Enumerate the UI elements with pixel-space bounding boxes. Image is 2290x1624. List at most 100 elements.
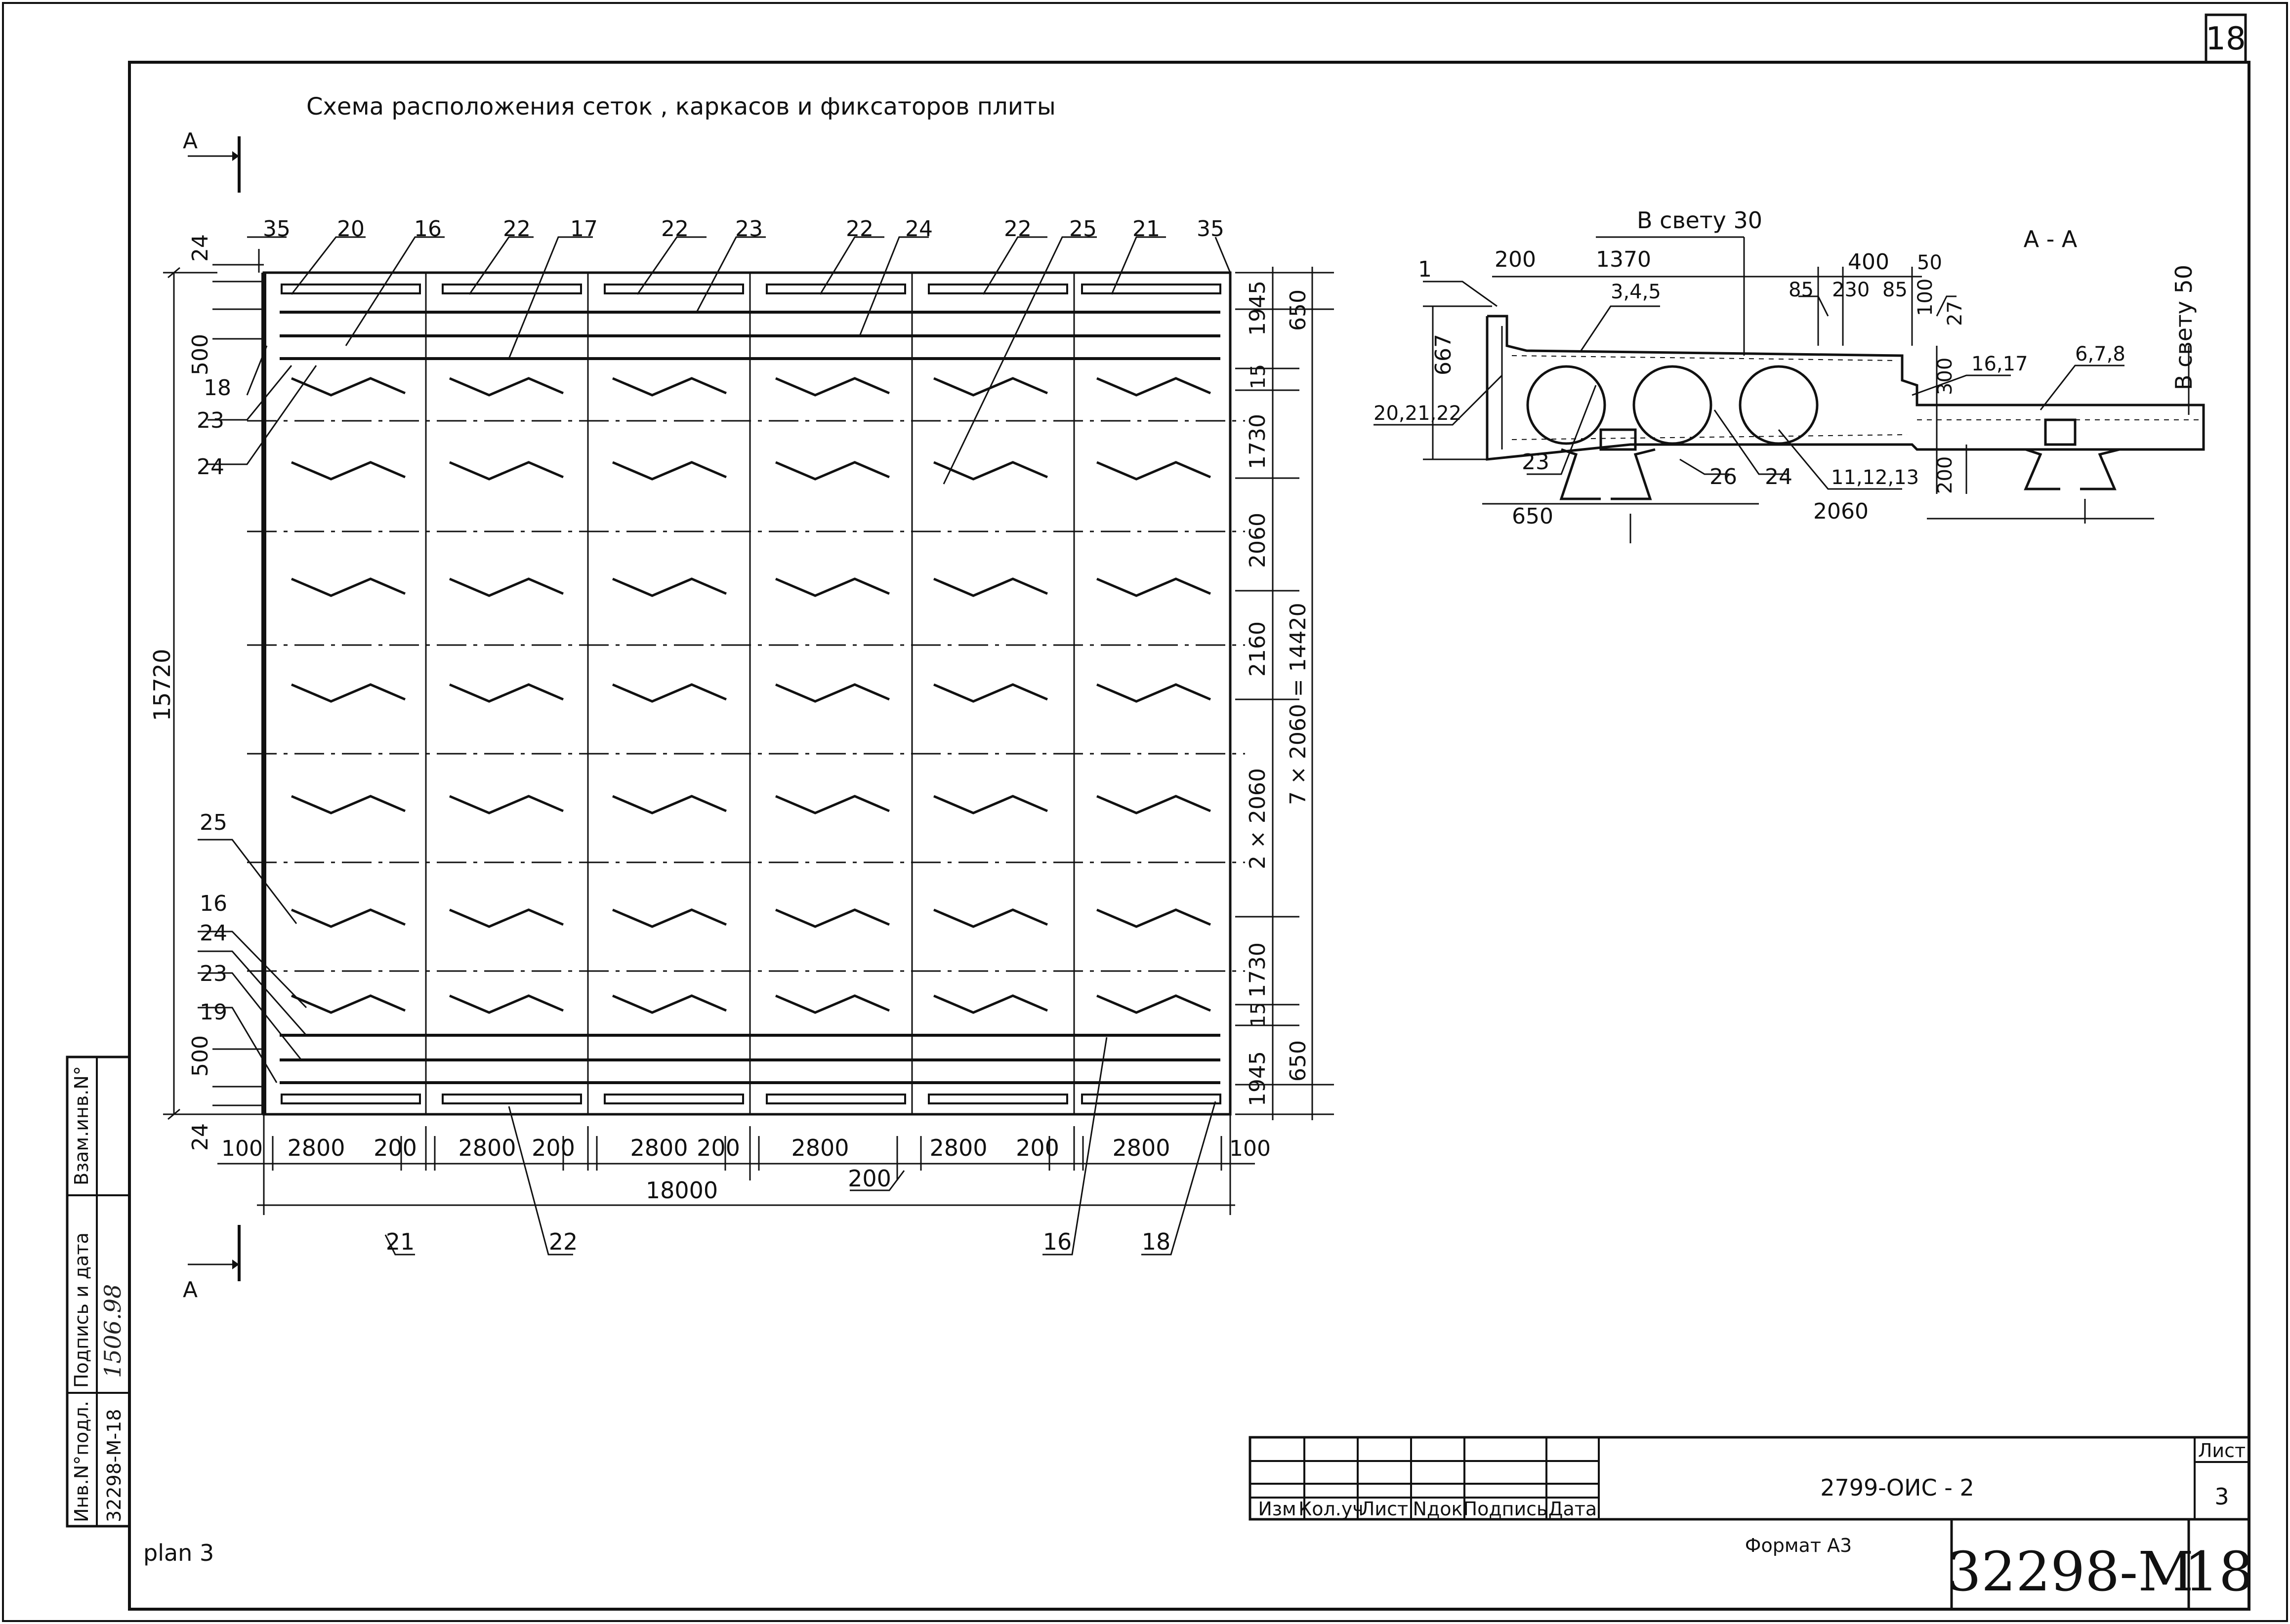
section-dim-200: 200 — [1495, 247, 1536, 272]
bottom-dim-100-left: 100 — [221, 1136, 263, 1161]
bottom-dim-100-right: 100 — [1229, 1136, 1271, 1161]
fixator-zigzag — [612, 377, 727, 397]
plan-view: А А — [149, 128, 1334, 1302]
top-mark-22a: 22 — [503, 216, 531, 242]
section-leaders — [1374, 236, 2190, 543]
bottom-dim-2800-3: 2800 — [630, 1135, 688, 1161]
fixator-zigzag — [775, 795, 890, 814]
fixator-zigzag — [291, 994, 406, 1014]
fixator-zigzag — [449, 795, 564, 814]
fixator-zigzags — [291, 377, 1211, 1014]
section-mark-111213: 11,12,13 — [1831, 466, 1919, 489]
right-dim-15-bottom: 15 — [1247, 1002, 1270, 1027]
left-leaders — [163, 264, 317, 1120]
bottom-dim-2800-1: 2800 — [287, 1135, 345, 1161]
top-mark-22b: 22 — [661, 216, 689, 242]
top-mark-25: 25 — [1069, 216, 1097, 242]
right-dim-2x2060: 2 × 2060 — [1245, 768, 1270, 869]
fixator-zigzag — [291, 683, 406, 703]
top-mark-22d: 22 — [1004, 216, 1032, 242]
fixator-zigzag — [291, 577, 406, 597]
stamp-signature: 1506.98 — [99, 1284, 126, 1378]
top-mark-35-left: 35 — [263, 216, 291, 242]
fixator-zigzag — [449, 461, 564, 481]
fixator-zigzag — [449, 683, 564, 703]
fixator-zigzag — [1096, 908, 1211, 928]
section-slab — [1482, 315, 2205, 520]
bottom-dim-200-3: 200 — [697, 1135, 740, 1161]
corner-sheet-number: 18 — [2206, 21, 2246, 57]
section-dim-85-left: 85 — [1789, 279, 1814, 301]
stamp-inv: Инв.N°подл. — [71, 1401, 92, 1522]
plan-file-name: plan 3 — [143, 1540, 214, 1566]
left-mark-24-bottom: 24 — [200, 921, 227, 946]
fixator-zigzag — [449, 377, 564, 397]
tb-col-data: Дата — [1548, 1498, 1597, 1520]
left-mark-23-bottom: 23 — [200, 961, 227, 986]
right-dim-1730-bottom: 1730 — [1245, 942, 1270, 998]
bottom-dim-2800-6: 2800 — [1112, 1135, 1170, 1161]
left-mark-500-top: 500 — [188, 334, 213, 375]
section-mark-bottom-label: А — [183, 1277, 198, 1302]
section-mark-24: 24 — [1765, 464, 1792, 489]
section-mark-345: 3,4,5 — [1611, 281, 1661, 303]
tb-col-koluch: Кол.уч — [1298, 1498, 1364, 1520]
top-mark-24: 24 — [905, 216, 933, 242]
fixator-zigzag — [291, 908, 406, 928]
section-mark-1: 1 — [1418, 257, 1432, 282]
fixator-zigzag — [1096, 683, 1211, 703]
tb-archive-number: 32298-М — [1947, 1540, 2194, 1603]
section-mark-23: 23 — [1522, 449, 1549, 475]
section-mark-678: 6,7,8 — [2075, 343, 2125, 365]
fixator-zigzag — [291, 461, 406, 481]
fixator-zigzag — [933, 795, 1048, 814]
fixator-zigzag — [449, 577, 564, 597]
fixator-zigzag — [1096, 795, 1211, 814]
bottom-mark-21: 21 — [386, 1228, 415, 1255]
right-dim-1730-top: 1730 — [1245, 414, 1270, 469]
side-stamp: Взам.инв.N° Подпись и дата 1506.98 Инв.N… — [66, 1056, 131, 1528]
left-mark-500-bottom: 500 — [188, 1035, 213, 1077]
right-dim-2060: 2060 — [1245, 513, 1270, 568]
right-dim-lines — [1235, 267, 1334, 1120]
title-block: Изм Кол.уч Лист Nдок Подпись Дата 2799-О… — [1249, 1436, 2253, 1611]
right-dim-15-top: 15 — [1247, 364, 1270, 389]
fixator-zigzag — [612, 908, 727, 928]
top-mark-22c: 22 — [846, 216, 874, 242]
section-clear-right: В свету 50 — [2170, 265, 2197, 390]
right-dim-650-bottom: 650 — [1286, 1040, 1311, 1082]
fixator-zigzag — [775, 683, 890, 703]
tb-doc-code: 2799-ОИС - 2 — [1820, 1474, 1974, 1501]
left-mark-25: 25 — [200, 810, 227, 835]
stamp-inv-value: 32298-М-18 — [103, 1409, 125, 1522]
right-dim-650-top: 650 — [1286, 289, 1311, 331]
bottom-dim-lines — [217, 1037, 1255, 1256]
section-mark-1617: 16,17 — [1971, 353, 2028, 375]
corner-sheet-box — [2205, 13, 2247, 64]
section-dim-85-right: 85 — [1882, 279, 1908, 301]
section-dim-400: 400 — [1848, 249, 1889, 275]
fixator-zigzag — [612, 461, 727, 481]
fixator-zigzag — [291, 377, 406, 397]
right-dim-2160: 2160 — [1245, 621, 1270, 677]
top-mark-35-right: 35 — [1197, 216, 1224, 242]
tb-col-podpis: Подпись — [1463, 1498, 1548, 1520]
section-mark-26: 26 — [1709, 464, 1737, 489]
fixator-zigzag — [775, 577, 890, 597]
left-mark-16: 16 — [200, 891, 227, 916]
right-dim-1945-top: 1945 — [1245, 281, 1270, 336]
bottom-dim-total: 18000 — [646, 1177, 718, 1204]
tb-archive-sheet: 18 — [2184, 1540, 2253, 1603]
fixator-zigzag — [933, 461, 1048, 481]
fixator-zigzag — [933, 377, 1048, 397]
fixator-zigzag — [775, 994, 890, 1014]
fixator-zigzag — [933, 908, 1048, 928]
section-dim-1370: 1370 — [1596, 247, 1651, 272]
fixator-zigzag — [933, 577, 1048, 597]
section-mark-202122: 20,21,22 — [1374, 402, 1461, 425]
stamp-podpis: Подпись и дата — [71, 1232, 92, 1388]
fixator-zigzag — [1096, 994, 1211, 1014]
tb-col-izm: Изм — [1258, 1498, 1296, 1520]
section-dim-667: 667 — [1431, 334, 1456, 375]
